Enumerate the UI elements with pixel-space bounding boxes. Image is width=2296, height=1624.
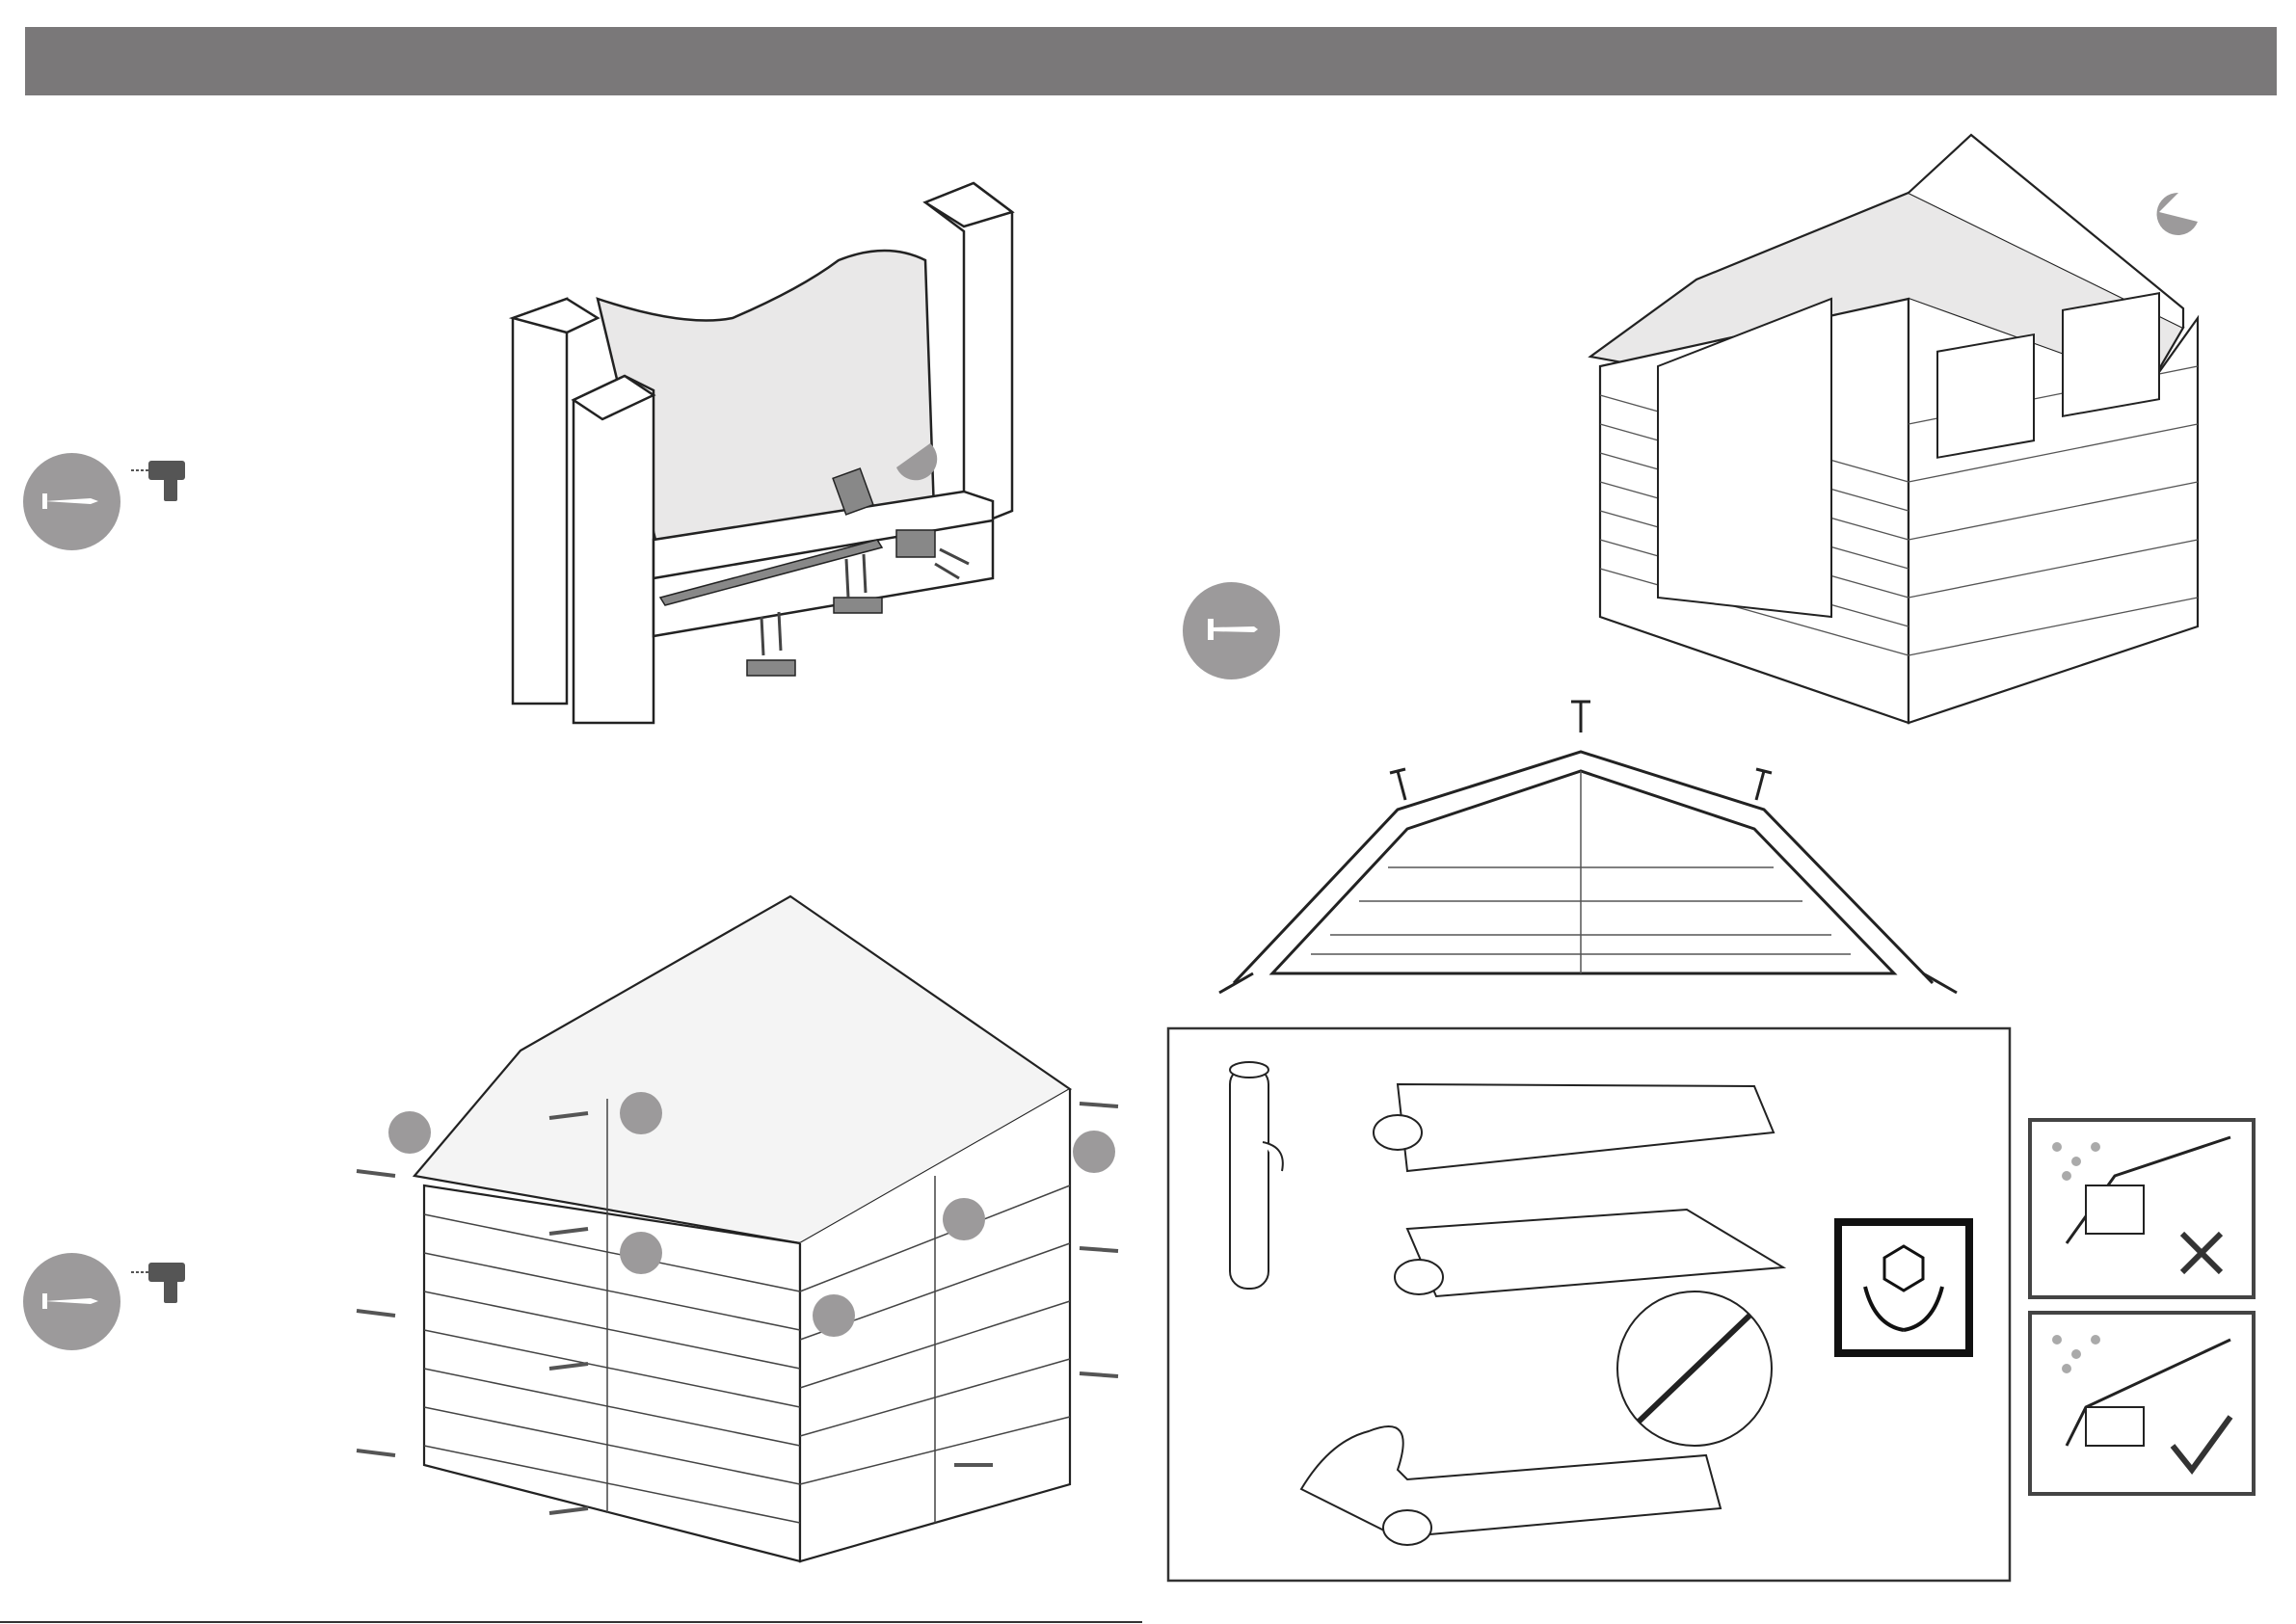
screw-icon xyxy=(23,453,120,550)
drill-icon xyxy=(131,1259,199,1307)
nail-badge xyxy=(1183,582,1280,679)
screw-badge-1 xyxy=(23,453,120,550)
screw-badge-2 xyxy=(23,1253,120,1350)
screw-icon xyxy=(23,1253,120,1350)
footer-rule xyxy=(0,1621,1142,1623)
handle-with-care-icon xyxy=(1838,1222,1969,1353)
door-bracket-illustration xyxy=(511,173,1051,752)
drill-icon xyxy=(131,457,199,505)
wrong-overhang-icon xyxy=(2028,1118,2257,1299)
roof-gable-diagram xyxy=(1215,694,1966,1002)
shed-assembly-illustration xyxy=(357,887,1137,1571)
nail-icon xyxy=(1183,582,1280,679)
shed-view-illustration xyxy=(1581,135,2217,732)
correct-overhang-icon xyxy=(2028,1311,2257,1496)
header-bar xyxy=(25,27,2277,95)
felt-instruction-panel xyxy=(1166,1026,2015,1585)
